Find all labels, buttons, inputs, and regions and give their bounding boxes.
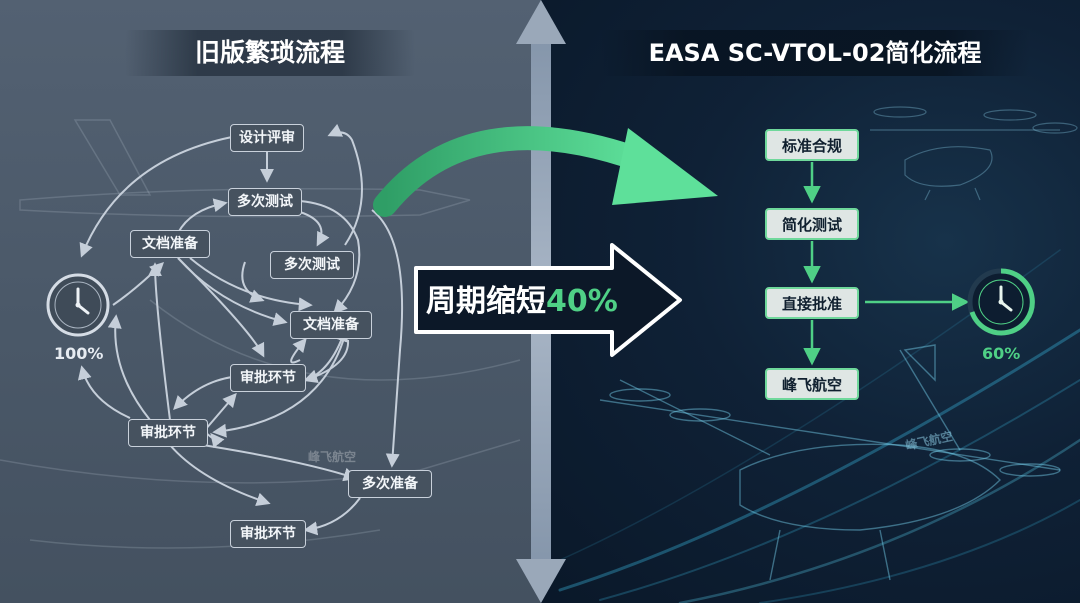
multiple-tests-box: 多次测试 <box>228 188 302 216</box>
multiple-tests-box-2: 多次测试 <box>270 251 354 279</box>
new-cycle-percent: 60% <box>982 344 1021 363</box>
approval-step-box: 审批环节 <box>230 364 306 392</box>
new-process-title: EASA SC-VTOL-02简化流程 <box>600 30 1030 76</box>
old-cycle-percent: 100% <box>54 344 104 363</box>
clock-icon <box>967 268 1035 336</box>
cycle-reduction-label: 周期缩短40% <box>426 272 618 332</box>
document-prep-box: 文档准备 <box>130 230 210 258</box>
design-review-box: 设计评审 <box>230 124 304 152</box>
approval-step-box-2: 审批环节 <box>128 419 208 447</box>
autoflight-box: 峰飞航空 <box>765 368 859 400</box>
clock-icon <box>46 273 110 337</box>
old-process-title: 旧版繁琐流程 <box>125 30 415 76</box>
curved-arrow-icon <box>373 126 718 217</box>
cycle-reduction-label-percent: 40% <box>546 284 618 319</box>
multiple-prep-box: 多次准备 <box>348 470 432 498</box>
double-arrow-icon <box>516 0 566 603</box>
cycle-reduction-arrow <box>414 243 682 357</box>
approval-step-box-3: 审批环节 <box>230 520 306 548</box>
left-watermark: 峰飞航空 <box>308 450 357 464</box>
direct-approval-box: 直接批准 <box>765 287 859 319</box>
document-prep-box-2: 文档准备 <box>290 311 372 339</box>
standard-compliance-box: 标准合规 <box>765 129 859 161</box>
cycle-reduction-label-main: 周期缩短 <box>426 284 546 319</box>
simplified-testing-box: 简化测试 <box>765 208 859 240</box>
